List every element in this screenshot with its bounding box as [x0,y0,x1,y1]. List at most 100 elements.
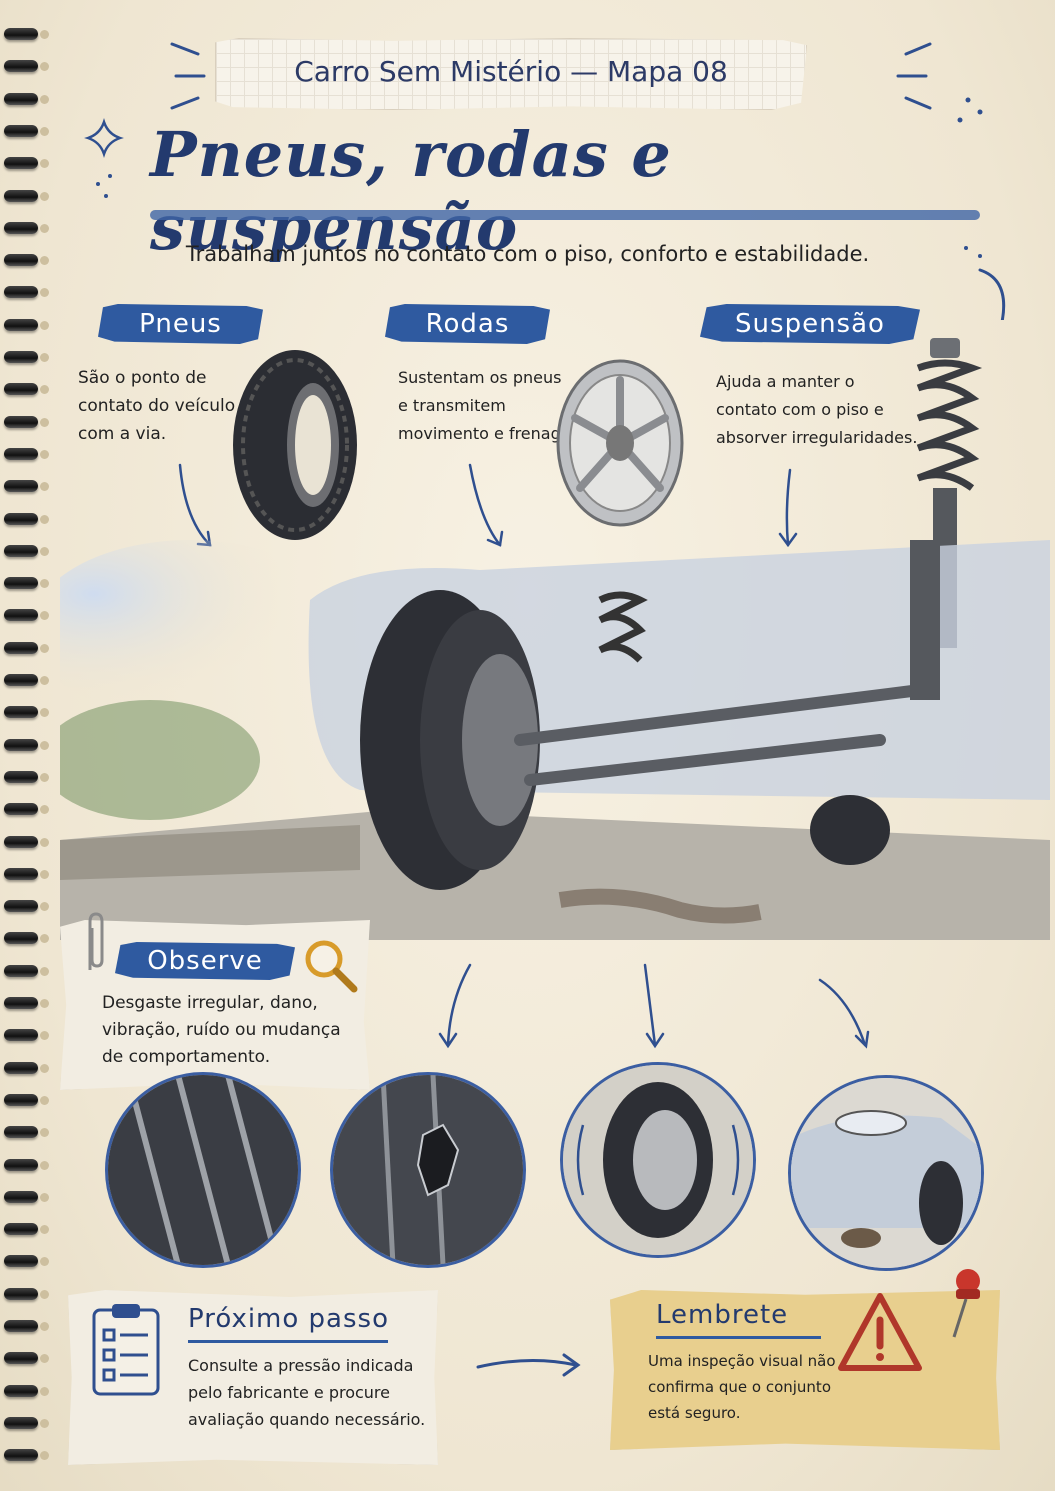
reminder-underline [656,1336,821,1339]
binding-hole [40,1451,49,1461]
spiral-ring [4,1416,38,1429]
suspensao-line-1: Ajuda a manter o [716,372,855,391]
binding-hole [40,1289,49,1299]
label-suspensao: Suspensão [700,304,920,344]
suspensao-description: Ajuda a manter o contato com o piso e ab… [716,368,917,452]
binding-hole [40,708,49,718]
reminder-line-1: Uma inspeção visual não [648,1352,836,1370]
next-step-text: Consulte a pressão indicada pelo fabrica… [188,1352,425,1433]
wheel-illustration [556,359,684,527]
binding-hole [40,385,49,395]
binding-hole [40,676,49,685]
irregular-wear-illustration [108,1075,298,1265]
spiral-ring [4,770,38,783]
binding-hole [40,1386,49,1396]
vibration-illustration [563,1065,753,1255]
binding-hole [40,417,49,427]
spiral-binding [0,0,49,1491]
spiral-ring [4,706,38,719]
spiral-ring [4,318,38,331]
spiral-ring [4,674,38,686]
spiral-ring [4,1352,38,1365]
binding-hole [40,223,49,233]
binding-hole [40,837,49,847]
spiral-ring [4,932,38,945]
binding-hole [40,1063,49,1073]
pneus-line-1: São o ponto de [78,368,207,388]
binding-hole [40,1095,49,1105]
spiral-ring [4,997,38,1009]
section-arrows [178,463,798,548]
label-rodas: Rodas [385,304,550,344]
title-underline [150,210,980,220]
spiral-ring [4,1255,38,1268]
binding-hole [40,902,49,912]
binding-hole [40,30,49,39]
binding-hole [40,482,49,492]
spiral-ring [4,1093,38,1106]
binding-hole [40,772,49,782]
rodas-line-1: Sustentam os pneus [398,368,562,387]
binding-hole [40,869,49,879]
spiral-ring [4,544,38,557]
spiral-ring [4,60,38,73]
spiral-ring [4,157,38,170]
binding-hole [40,740,49,750]
spiral-ring [4,900,38,913]
binding-hole [40,256,49,266]
detail-circle-vibration [560,1062,756,1258]
reminder-text: Uma inspeção visual não confirma que o c… [648,1348,836,1426]
binding-hole [40,94,49,104]
binding-hole [40,288,49,298]
spiral-ring [4,1320,38,1332]
pneus-line-2: contato do veículo [78,396,236,416]
pushpin-icon [952,1269,980,1338]
spiral-ring [4,124,38,137]
spiral-ring [4,964,38,977]
spiral-ring [4,1384,38,1397]
next-step-line-2: pelo fabricante e procure [188,1383,390,1402]
page-title: Pneus, rodas e suspensão [150,118,672,264]
spiral-ring [4,447,38,460]
binding-hole [40,1031,49,1041]
next-step-title: Próximo passo [188,1304,389,1334]
next-step-underline [188,1340,388,1343]
binding-hole [40,514,49,524]
binding-hole [40,999,49,1008]
binding-hole [40,1128,49,1138]
sparkle-icon [84,118,124,158]
spiral-ring [4,1061,38,1074]
spiral-ring [4,286,38,299]
detail-circle-damage [330,1072,526,1268]
spiral-ring [4,803,38,816]
reminder-line-3: está seguro. [648,1404,741,1422]
rodas-line-3: movimento e frenagem. [398,424,592,443]
tire-damage-illustration [333,1075,523,1265]
spiral-ring [4,577,38,590]
header-card: Carro Sem Mistério — Mapa 08 [215,38,807,110]
binding-hole [40,1322,49,1331]
suspensao-line-2: contato com o piso e [716,400,884,419]
next-step-line-1: Consulte a pressão indicada [188,1356,414,1375]
binding-hole [40,805,49,815]
doodle-marks [84,42,1006,320]
subtitle: Trabalham juntos no contato com o piso, … [185,242,870,266]
reminder-card: Lembrete Uma inspeção visual não confirm… [610,1290,1000,1450]
binding-hole [40,611,49,621]
binding-hole [40,966,49,976]
spiral-ring [4,1126,38,1139]
reminder-title: Lembrete [656,1300,789,1330]
detail-circle-behavior [788,1075,984,1271]
spiral-ring [4,1029,38,1042]
observe-line-1: Desgaste irregular, dano, [102,993,318,1013]
binding-hole [40,191,49,201]
spiral-ring [4,1449,38,1462]
observe-text: Desgaste irregular, dano, vibração, ruíd… [102,990,341,1071]
pneus-line-3: com a via. [78,424,167,444]
binding-hole [40,126,49,136]
spiral-ring [4,383,38,396]
binding-hole [40,159,49,169]
binding-hole [40,1418,49,1428]
binding-hole [40,62,49,72]
